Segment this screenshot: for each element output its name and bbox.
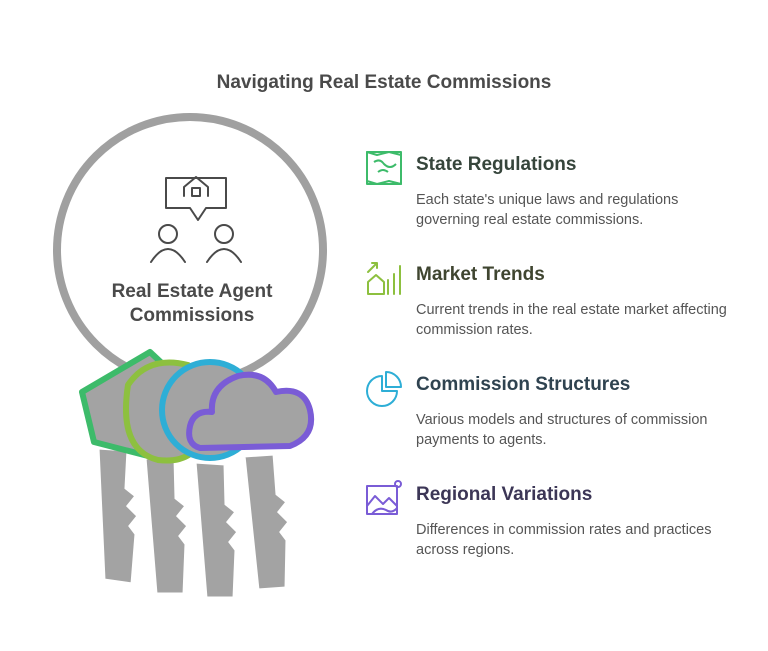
house-chart-icon [367,262,401,295]
item-description: Differences in commission rates and prac… [416,522,712,558]
key-ring [53,113,327,387]
item-heading: Market Trends [416,264,545,285]
agents-house-icon [150,176,242,263]
item-description: Each state's unique laws and regulations… [416,192,679,228]
item-heading: Commission Structures [416,374,631,395]
item-heading: Regional Variations [416,484,593,505]
map-icon [366,151,402,185]
hub-label: Real Estate Agent Commissions [74,280,310,328]
item-heading: State Regulations [416,154,577,175]
key-blades [96,446,292,600]
key-head-purple [186,371,314,451]
hub-label-line1: Real Estate Agent [111,281,273,302]
pie-chart-icon [366,371,402,407]
item-description: Various models and structures of commiss… [416,412,708,448]
page-title: Navigating Real Estate Commissions [216,72,552,93]
hub-label-line2: Commissions [129,305,255,326]
item-description: Current trends in the real estate market… [416,302,727,338]
landscape-icon [366,480,402,515]
